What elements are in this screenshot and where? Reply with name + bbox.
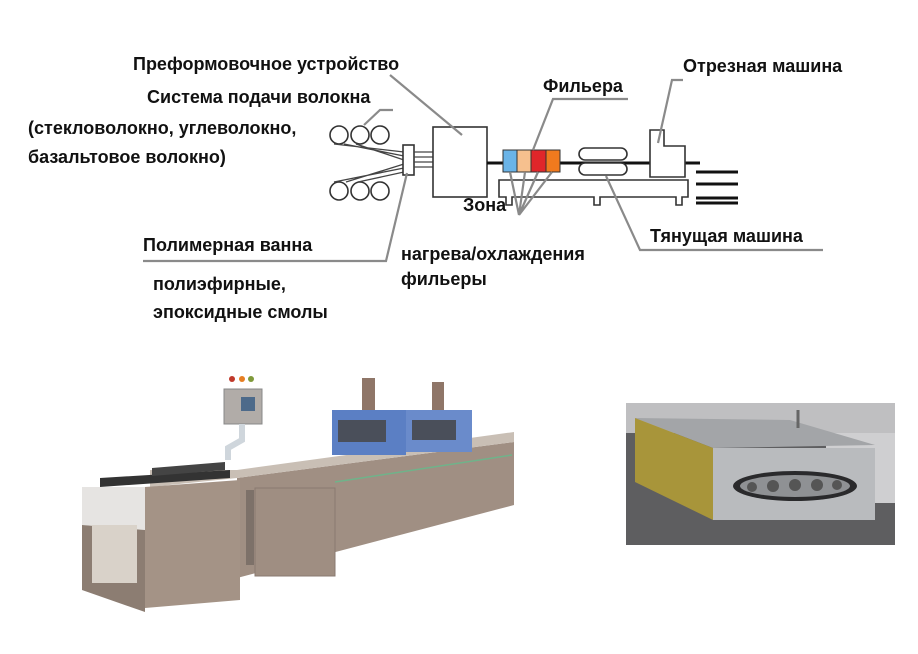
label-cutter: Отрезная машина — [683, 56, 843, 76]
label-puller: Тянущая машина — [650, 226, 804, 246]
label-resins-1: полиэфирные, — [153, 274, 286, 294]
die-photo — [626, 403, 895, 545]
label-zone-1: Зона — [463, 195, 507, 215]
cut-profiles — [696, 170, 738, 205]
cutter-block — [649, 129, 686, 178]
label-preform: Преформовочное устройство — [133, 54, 399, 74]
label-resins-2: эпоксидные смолы — [153, 302, 328, 322]
preform-box — [432, 126, 488, 198]
label-fiber-types-2: базальтовое волокно) — [28, 147, 226, 167]
label-resin-bath: Полимерная ванна — [143, 235, 313, 255]
label-fiber-types-1: (стекловолокно, углеволокно, — [28, 118, 296, 138]
heating-zones — [502, 149, 561, 173]
schematic — [329, 125, 738, 206]
pultrusion-machine-photo — [82, 376, 514, 612]
fiber-creels — [329, 125, 405, 201]
resin-bath-comb — [402, 144, 415, 176]
leader-lines — [143, 74, 823, 263]
machine-base — [498, 179, 689, 206]
puller-rollers — [578, 147, 628, 176]
label-zone-2: нагрева/охлаждения — [401, 244, 585, 264]
label-feed-system: Система подачи волокна — [147, 87, 371, 107]
label-die: Фильера — [543, 76, 624, 96]
label-zone-3: фильеры — [401, 269, 487, 289]
